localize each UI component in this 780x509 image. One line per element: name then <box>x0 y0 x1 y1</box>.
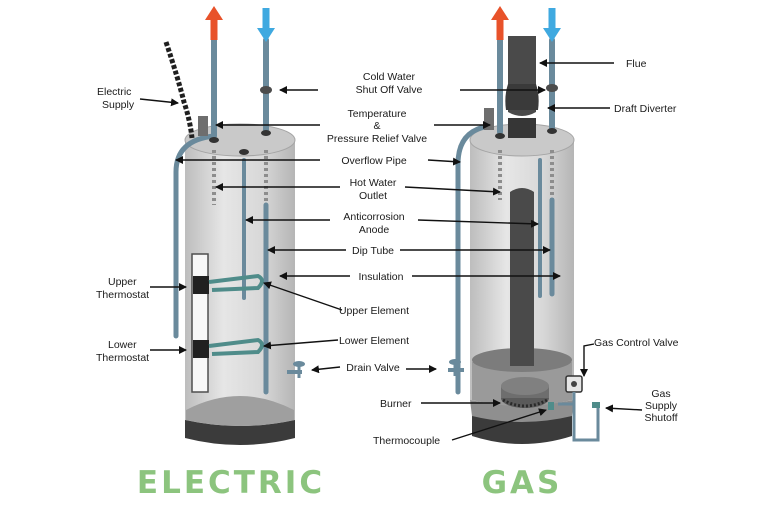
label-upper-thermostat-1: Upper <box>108 276 137 288</box>
label-gas-supply-2: Supply <box>645 400 678 412</box>
upper-thermostat <box>193 276 209 294</box>
electric-heater <box>163 6 296 445</box>
gas-heater <box>455 6 600 444</box>
lower-element <box>208 337 264 356</box>
label-flue: Flue <box>626 58 647 70</box>
label-gas-control-valve: Gas Control Valve <box>594 337 679 349</box>
gas-flue-inner <box>510 188 534 366</box>
label-temp-relief-1: Temperature <box>348 108 407 120</box>
electric-overflow-pipe <box>173 133 217 339</box>
label-anode-2: Anode <box>359 224 390 236</box>
title-gas: GAS <box>482 465 563 501</box>
label-upper-element: Upper Element <box>339 305 409 317</box>
label-draft-diverter: Draft Diverter <box>614 103 677 115</box>
label-temp-relief-2: & <box>373 120 380 132</box>
label-hot-water-2: Outlet <box>359 190 387 202</box>
gas-relief-valve <box>484 108 494 130</box>
title-electric: ELECTRIC <box>137 465 325 501</box>
gas-cold-arrow <box>543 28 561 42</box>
label-upper-thermostat-2: Thermostat <box>96 289 149 301</box>
label-cold-water-2: Shut Off Valve <box>356 84 423 96</box>
draft-diverter <box>505 84 539 110</box>
label-cold-water-1: Cold Water <box>363 71 416 83</box>
label-temp-relief-3: Pressure Relief Valve <box>327 133 427 145</box>
label-drain-valve: Drain Valve <box>346 362 400 374</box>
thermostat-panel <box>191 253 209 393</box>
lower-thermostat <box>193 340 209 358</box>
label-gas-supply-3: Shutoff <box>644 412 677 424</box>
label-hot-water-1: Hot Water <box>350 177 397 189</box>
label-thermocouple: Thermocouple <box>373 435 440 447</box>
electric-cold-arrow <box>257 28 275 42</box>
label-gas-supply-1: Gas <box>651 388 670 400</box>
label-electric-supply-2: Supply <box>102 99 135 111</box>
gas-hot-arrow <box>491 6 509 20</box>
label-insulation: Insulation <box>359 271 404 283</box>
label-dip-tube: Dip Tube <box>352 245 394 257</box>
label-lower-thermostat-1: Lower <box>108 339 137 351</box>
gas-supply-line <box>572 392 600 442</box>
electric-hot-arrow <box>205 6 223 20</box>
upper-element <box>208 273 264 292</box>
label-burner: Burner <box>380 398 412 410</box>
label-lower-element: Lower Element <box>339 335 409 347</box>
label-overflow-pipe: Overflow Pipe <box>341 155 407 167</box>
electric-cold-valve <box>260 86 272 94</box>
electric-supply-cable <box>163 41 195 139</box>
electric-tank-bottom <box>186 396 294 426</box>
thermocouple-tip <box>548 402 554 410</box>
electric-relief-valve <box>198 116 208 136</box>
electric-drain-valve <box>287 361 305 378</box>
gas-drain-valve <box>448 359 464 376</box>
gas-cold-valve <box>546 84 558 92</box>
gas-supply-shutoff <box>592 402 600 408</box>
label-lower-thermostat-2: Thermostat <box>96 352 149 364</box>
pointer-lines <box>139 59 643 441</box>
label-electric-supply-1: Electric <box>97 86 131 98</box>
label-anode-1: Anticorrosion <box>343 211 404 223</box>
